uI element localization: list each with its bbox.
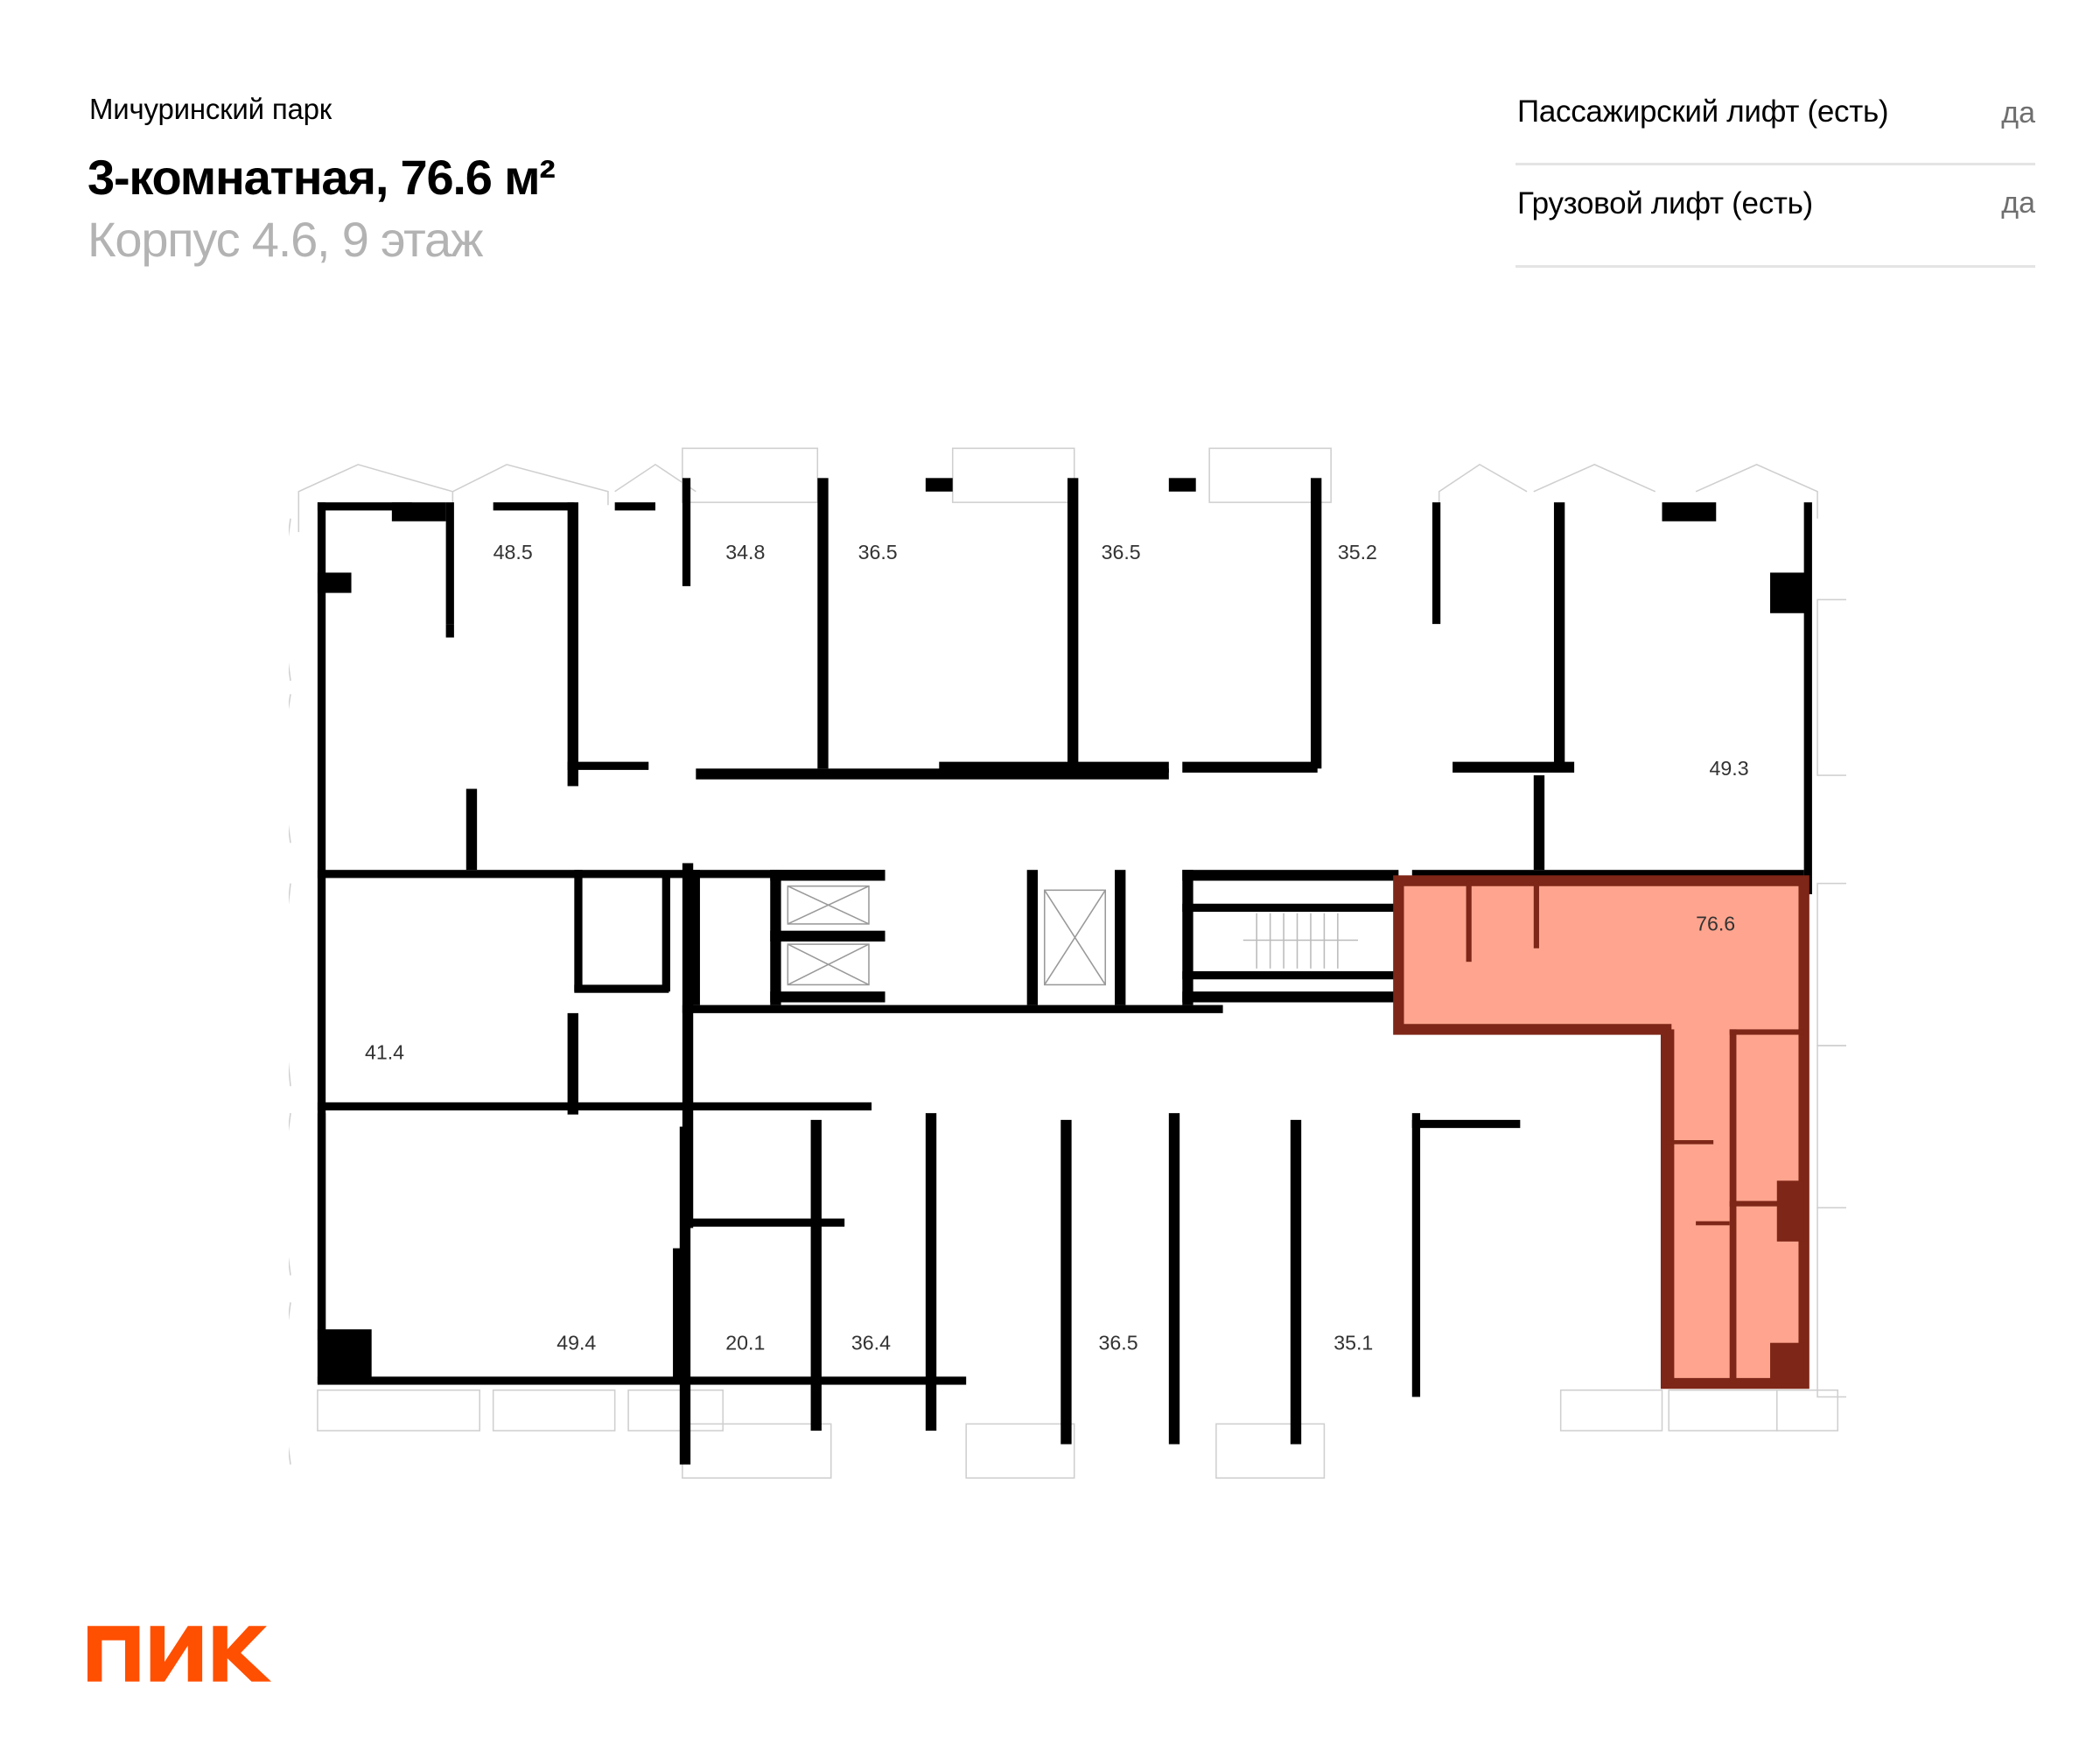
pik-logo xyxy=(88,1626,271,1685)
unit-area: 36.4 xyxy=(851,1331,891,1354)
unit-area-labels: 48.5 34.8 36.5 36.5 35.2 49.3 41.4 49.4 … xyxy=(365,541,1749,1354)
feature-passenger-lift: Пассажирский лифт (есть) да xyxy=(1516,88,2035,165)
balconies xyxy=(289,447,1846,1479)
project-name: Мичуринский парк xyxy=(89,93,332,125)
unit-area: 35.1 xyxy=(1334,1331,1373,1354)
feature-value: да xyxy=(2001,96,2035,130)
unit-area: 41.4 xyxy=(365,1040,404,1063)
pik-logo-icon xyxy=(88,1626,271,1682)
unit-area: 36.5 xyxy=(858,541,898,564)
floor-plan-drawing: 76.6 48.5 34.8 36.5 36.5 35.2 49.3 41.4 … xyxy=(289,447,1846,1479)
staircase xyxy=(1242,913,1359,969)
selected-apartment-area: 76.6 xyxy=(1696,913,1735,935)
unit-area: 48.5 xyxy=(494,541,533,564)
feature-freight-lift: Грузовой лифт (есть) да xyxy=(1516,165,2035,268)
elevator-shafts xyxy=(787,885,1107,986)
floor-plan: 76.6 48.5 34.8 36.5 36.5 35.2 49.3 41.4 … xyxy=(289,438,1846,1505)
feature-label: Пассажирский лифт (есть) xyxy=(1517,94,1889,129)
feature-label: Грузовой лифт (есть) xyxy=(1517,186,1813,220)
selected-apartment[interactable]: 76.6 xyxy=(1393,875,1810,1390)
unit-area: 34.8 xyxy=(725,541,765,564)
walls xyxy=(317,478,1812,1465)
apartment-title: 3-комнатная, 76.6 м² xyxy=(88,150,556,205)
features-list: Пассажирский лифт (есть) да Грузовой лиф… xyxy=(1516,88,2035,268)
building-floor: Корпус 4.6, 9 этаж xyxy=(88,212,483,267)
unit-area: 49.4 xyxy=(556,1331,596,1354)
unit-area: 36.5 xyxy=(1102,541,1141,564)
feature-value: да xyxy=(2001,186,2035,220)
unit-area: 36.5 xyxy=(1099,1331,1138,1354)
unit-area: 49.3 xyxy=(1710,757,1749,780)
unit-area: 20.1 xyxy=(725,1331,765,1354)
unit-area: 35.2 xyxy=(1338,541,1377,564)
